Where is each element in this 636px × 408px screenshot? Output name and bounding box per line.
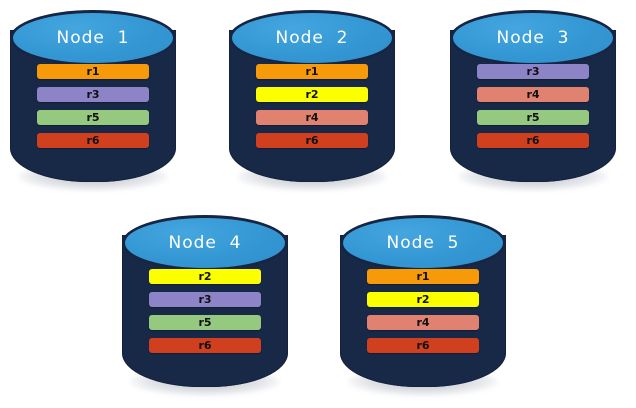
replica-r3[interactable]: r3 [149, 292, 261, 307]
replica-r2[interactable]: r2 [256, 87, 368, 102]
replica-r6[interactable]: r6 [149, 338, 261, 353]
cylinder-top-face [232, 13, 392, 63]
replica-r6[interactable]: r6 [256, 133, 368, 148]
database-node-3[interactable]: Node 3 r3 r4 r5 r6 [450, 8, 616, 191]
cylinder-top-face [343, 218, 503, 268]
cylinder-top-face [453, 13, 613, 63]
cylinder-top-face [125, 218, 285, 268]
replica-stack: r2 r3 r5 r6 [122, 269, 288, 353]
replica-stack: r1 r2 r4 r6 [340, 269, 506, 353]
replica-r2[interactable]: r2 [149, 269, 261, 284]
replica-r6[interactable]: r6 [477, 133, 589, 148]
replica-r4[interactable]: r4 [367, 315, 479, 330]
database-node-2[interactable]: Node 2 r1 r2 r4 r6 [229, 8, 395, 191]
node-label: Node 2 [275, 28, 349, 48]
database-node-1[interactable]: Node 1 r1 r3 r5 r6 [10, 8, 176, 191]
replica-r3[interactable]: r3 [37, 87, 149, 102]
cylinder-top-face [13, 13, 173, 63]
replica-r3[interactable]: r3 [477, 64, 589, 79]
replica-r1[interactable]: r1 [367, 269, 479, 284]
replica-stack: r3 r4 r5 r6 [450, 64, 616, 148]
replica-r5[interactable]: r5 [477, 110, 589, 125]
replica-stack: r1 r3 r5 r6 [10, 64, 176, 148]
replica-r1[interactable]: r1 [256, 64, 368, 79]
node-label: Node 3 [496, 28, 570, 48]
replica-r4[interactable]: r4 [477, 87, 589, 102]
database-node-5[interactable]: Node 5 r1 r2 r4 r6 [340, 213, 506, 396]
replica-r6[interactable]: r6 [37, 133, 149, 148]
node-label: Node 1 [56, 28, 130, 48]
replica-r1[interactable]: r1 [37, 64, 149, 79]
replica-r5[interactable]: r5 [37, 110, 149, 125]
node-label: Node 4 [168, 233, 242, 253]
replica-r2[interactable]: r2 [367, 292, 479, 307]
node-label: Node 5 [386, 233, 460, 253]
database-node-4[interactable]: Node 4 r2 r3 r5 r6 [122, 213, 288, 396]
replica-r5[interactable]: r5 [149, 315, 261, 330]
replica-stack: r1 r2 r4 r6 [229, 64, 395, 148]
replica-r6[interactable]: r6 [367, 338, 479, 353]
replica-r4[interactable]: r4 [256, 110, 368, 125]
